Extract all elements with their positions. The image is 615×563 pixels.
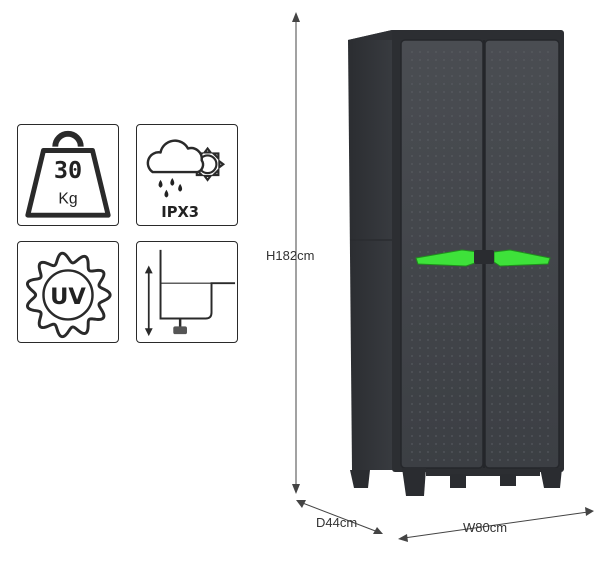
uv-resistant-badge: UV <box>17 241 119 343</box>
adjustable-leg-badge <box>136 241 238 343</box>
uv-label: UV <box>50 284 86 310</box>
weather-rain-sun-icon: IPX3 <box>146 139 226 221</box>
uv-resistant-icon: UV <box>25 251 112 339</box>
width-dimension-line <box>398 507 594 542</box>
height-label: H182cm <box>266 248 315 263</box>
depth-label: D44cm <box>316 515 358 530</box>
width-label: W80cm <box>463 520 508 535</box>
ipx-rating-label: IPX3 <box>161 204 199 221</box>
height-dimension-line <box>292 12 300 494</box>
water-resistance-badge: IPX3 <box>136 124 238 226</box>
weight-unit: Kg <box>58 190 77 207</box>
weight-capacity-badge: 30 Kg <box>17 124 119 226</box>
weight-value: 30 <box>54 156 82 184</box>
cabinet <box>348 30 564 496</box>
weight-capacity-icon: 30 Kg <box>25 130 111 218</box>
depth-dimension-line <box>296 500 383 534</box>
adjustable-leg-icon <box>144 249 236 337</box>
